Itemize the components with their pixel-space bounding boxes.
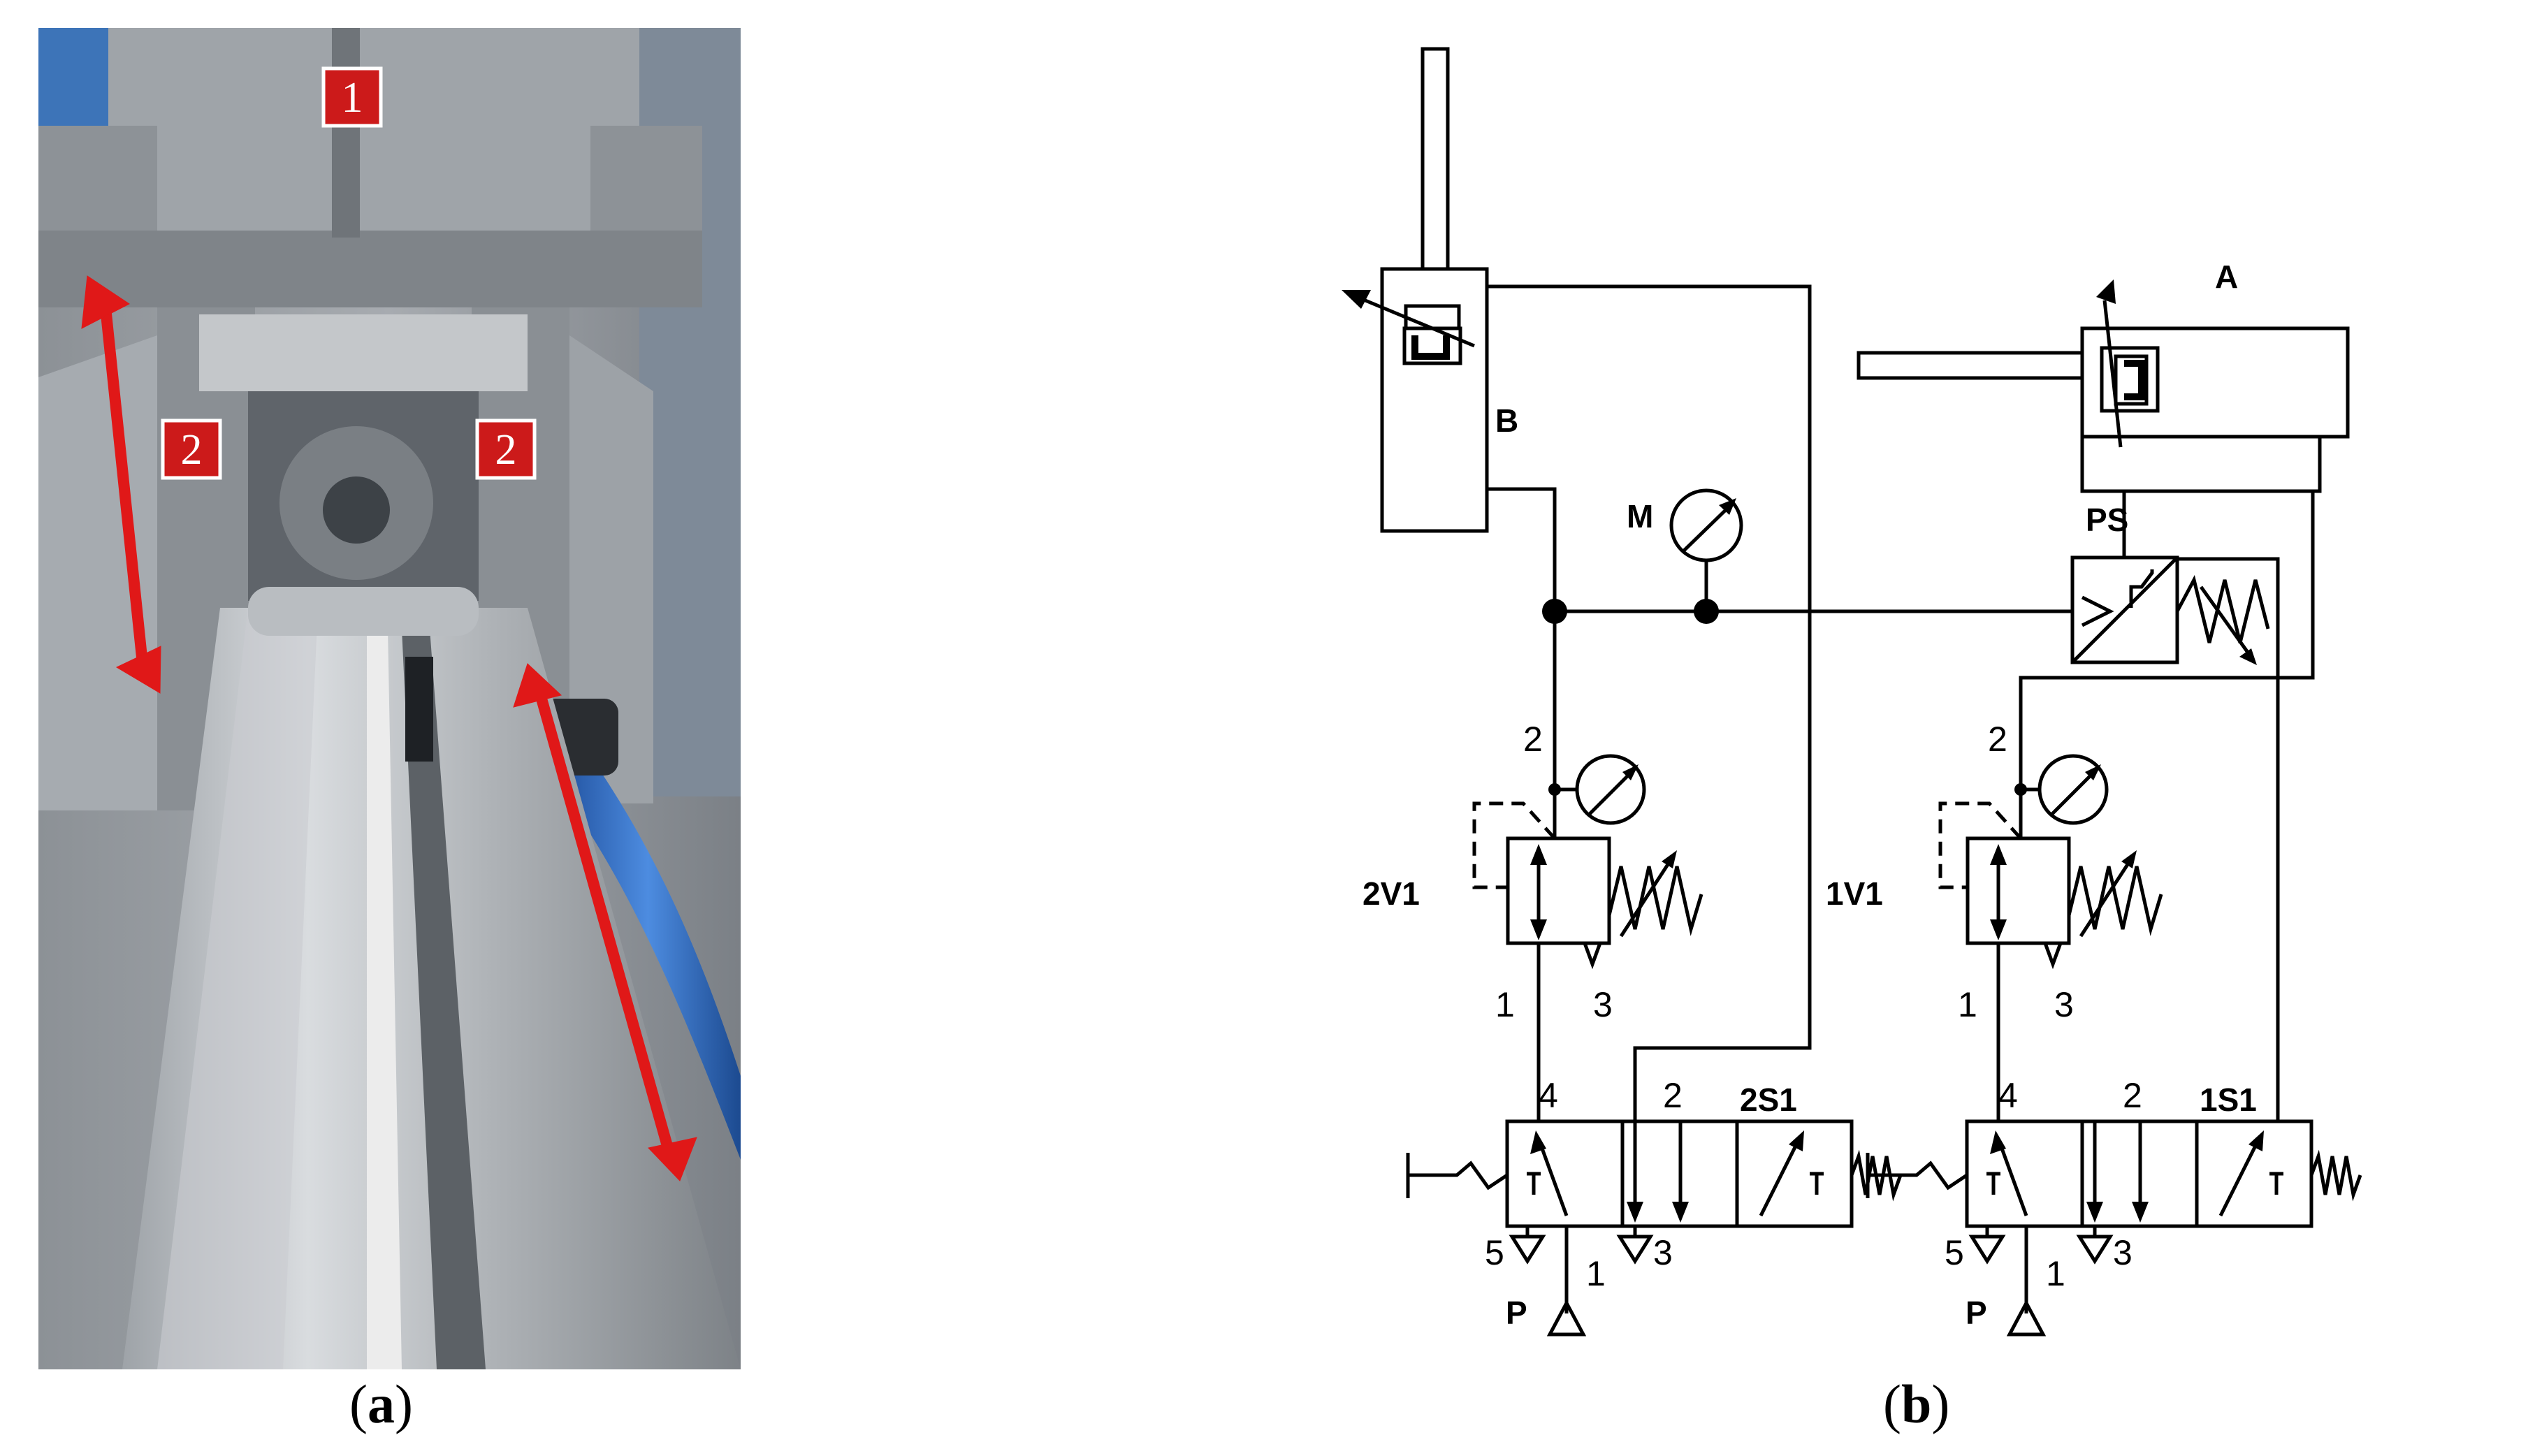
- regulator-2v1: 2 1 3 2V1: [1363, 720, 1703, 1024]
- svg-text:5: 5: [1485, 1233, 1504, 1272]
- label-1s1: 1S1: [2200, 1082, 2257, 1118]
- svg-text:2: 2: [2123, 1076, 2142, 1115]
- svg-text:2: 2: [181, 426, 203, 474]
- pipes: [1487, 284, 2315, 1216]
- press-bottom-plate: [38, 231, 702, 307]
- pressure-switch-ps: PS: [2070, 502, 2270, 665]
- caption-b: (b): [1883, 1374, 1950, 1434]
- badge-1: 1: [321, 66, 383, 128]
- svg-text:3: 3: [2054, 985, 2074, 1024]
- test-rig-photo: 1 2 2: [38, 28, 741, 1369]
- left-gusset: [38, 335, 157, 810]
- junction-dot-1: [1542, 599, 1567, 624]
- label-ps: PS: [2086, 502, 2128, 538]
- svg-text:5: 5: [1945, 1233, 1964, 1272]
- cylinder-groove: [402, 629, 486, 1369]
- circuit-panel: B A: [1328, 28, 2515, 1369]
- svg-text:P: P: [1506, 1295, 1527, 1331]
- svg-text:1: 1: [1586, 1254, 1606, 1293]
- label-2v1: 2V1: [1363, 875, 1420, 912]
- junction-dot-2: [1694, 599, 1719, 624]
- valve-1s1: 4 2 5 1 3 P 1S1: [1866, 1076, 2362, 1337]
- press-block-top: [108, 28, 639, 238]
- cylinder-a: A: [1857, 259, 2350, 493]
- sensor-label: [405, 657, 433, 762]
- valve-2s1: 4 2 5 1 3 P 2S1: [1406, 1076, 1903, 1337]
- svg-text:1: 1: [342, 74, 363, 122]
- svg-text:1: 1: [1958, 985, 1977, 1024]
- label-b: B: [1495, 402, 1518, 439]
- svg-text:3: 3: [1653, 1233, 1673, 1272]
- displacement-arrow-diagonal: [513, 663, 697, 1181]
- pneumatic-circuit-diagram: B A: [1342, 47, 2362, 1337]
- cylinder-b: B: [1342, 47, 1518, 533]
- svg-text:2: 2: [495, 426, 517, 474]
- label-1v1: 1V1: [1826, 875, 1883, 912]
- displacement-arrow-vertical: [81, 275, 161, 694]
- cylinder-highlight: [157, 608, 318, 1369]
- regulator-1v1: 2 1 3 1V1: [1826, 720, 2163, 1024]
- svg-text:2: 2: [1663, 1076, 1683, 1115]
- svg-text:4: 4: [1998, 1076, 2018, 1115]
- svg-text:3: 3: [1593, 985, 1613, 1024]
- blue-air-tube: [555, 727, 741, 1160]
- svg-text:P: P: [1966, 1295, 1987, 1331]
- cylinder-rod-strip: [367, 629, 402, 1369]
- badge-2-right: 2: [475, 418, 537, 480]
- svg-text:1: 1: [1495, 985, 1515, 1024]
- svg-text:3: 3: [2113, 1233, 2133, 1272]
- right-gusset: [569, 335, 653, 803]
- svg-text:4: 4: [1539, 1076, 1558, 1115]
- badge-2-left: 2: [161, 418, 222, 480]
- flange-hub: [323, 476, 390, 544]
- svg-text:2: 2: [1988, 720, 2007, 759]
- label-m: M: [1627, 498, 1653, 534]
- photo-panel: 1 2 2: [38, 28, 741, 1369]
- svg-text:2: 2: [1523, 720, 1543, 759]
- fixture-crossbar: [199, 314, 528, 391]
- label-a: A: [2215, 259, 2238, 295]
- label-2s1: 2S1: [1740, 1082, 1797, 1118]
- cylinder-end-cap: [248, 587, 479, 636]
- press-slot: [332, 28, 360, 238]
- caption-a: (a): [349, 1374, 413, 1434]
- svg-text:1: 1: [2046, 1254, 2065, 1293]
- gauge-m: M: [1627, 488, 1743, 562]
